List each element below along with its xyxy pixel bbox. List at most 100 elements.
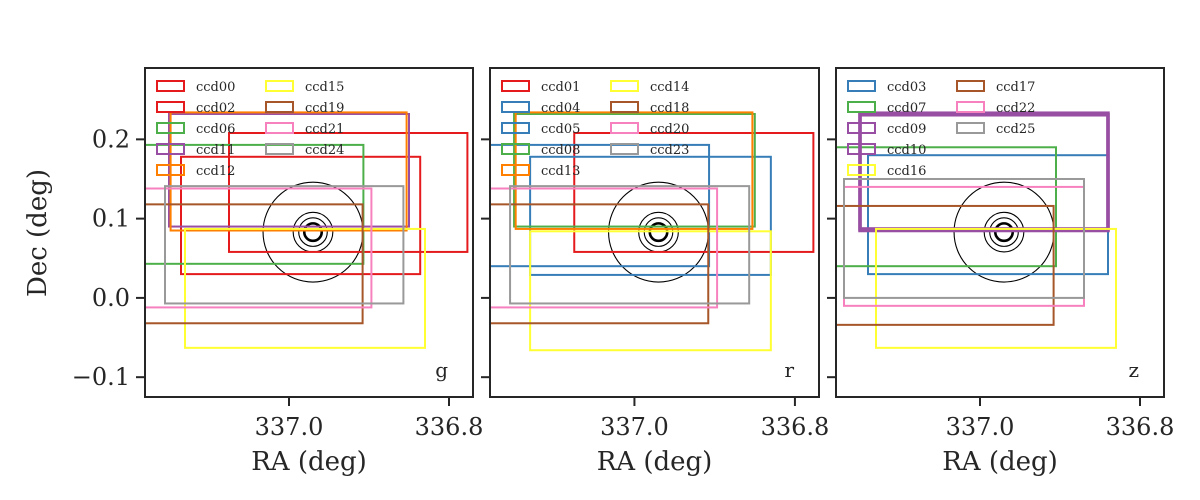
ccd-footprint-ccd07 xyxy=(836,146,1057,268)
ccd-footprint-ccd25 xyxy=(843,177,1085,299)
legend-swatch xyxy=(156,143,185,155)
legend-item-ccd04: ccd04 xyxy=(501,101,580,116)
legend-item-ccd05: ccd05 xyxy=(501,122,580,137)
legend-swatch xyxy=(265,143,294,155)
legend-swatch xyxy=(156,122,185,134)
ccd-footprint-ccd21 xyxy=(145,187,373,309)
panel-band-label: z xyxy=(1128,358,1139,382)
legend-swatch xyxy=(956,122,985,134)
legend-item-ccd18: ccd18 xyxy=(610,101,689,116)
axes-frame xyxy=(489,67,820,398)
legend-item-ccd23: ccd23 xyxy=(610,143,689,158)
legend-label: ccd21 xyxy=(305,122,344,137)
legend: ccd01 ccd04 ccd05 ccd08 ccd13 ccd14 ccd18 ccd20… xyxy=(501,80,689,179)
axes-frame xyxy=(835,67,1165,398)
legend-swatch xyxy=(156,101,185,113)
legend-item-ccd15: ccd15 xyxy=(265,80,344,95)
legend-label: ccd02 xyxy=(196,101,235,116)
legend-swatch xyxy=(847,143,876,155)
legend-swatch xyxy=(847,80,876,92)
legend-label: ccd07 xyxy=(887,101,926,116)
legend-label: ccd18 xyxy=(650,101,689,116)
x-tick-label: 337.0 xyxy=(600,413,669,441)
legend-label: ccd22 xyxy=(996,101,1035,116)
x-tick-label: 336.8 xyxy=(761,413,830,441)
legend-label: ccd09 xyxy=(887,122,926,137)
ccd-footprint-ccd00 xyxy=(228,132,469,253)
legend-swatch xyxy=(847,164,876,176)
legend-label: ccd20 xyxy=(650,122,689,137)
legend-swatch xyxy=(265,101,294,113)
legend-item-ccd24: ccd24 xyxy=(265,143,344,158)
legend-item-ccd03: ccd03 xyxy=(847,80,926,95)
legend-item-ccd08: ccd08 xyxy=(501,143,580,158)
legend-item-ccd12: ccd12 xyxy=(156,164,235,179)
legend-swatch xyxy=(501,80,530,92)
panel-band-label: g xyxy=(435,358,448,382)
legend-label: ccd00 xyxy=(196,80,235,95)
legend-label: ccd23 xyxy=(650,143,689,158)
legend-label: ccd24 xyxy=(305,143,344,158)
y-tick-label: 0.1 xyxy=(92,205,130,233)
x-tick-label: 337.0 xyxy=(255,413,324,441)
legend-swatch xyxy=(501,122,530,134)
x-axis-label: RA (deg) xyxy=(597,447,713,477)
legend-item-ccd06: ccd06 xyxy=(156,122,235,137)
legend-swatch xyxy=(847,122,876,134)
ccd-footprint-ccd15 xyxy=(184,227,426,349)
y-tick-label: 0.2 xyxy=(92,125,130,153)
legend-swatch xyxy=(610,143,639,155)
legend-item-ccd19: ccd19 xyxy=(265,101,344,116)
legend-item-ccd13: ccd13 xyxy=(501,164,580,179)
legend-label: ccd03 xyxy=(887,80,926,95)
ccd-footprint-ccd02 xyxy=(180,155,422,276)
x-tick-label: 336.8 xyxy=(415,413,484,441)
legend-swatch xyxy=(610,101,639,113)
legend-label: ccd05 xyxy=(541,122,580,137)
legend-swatch xyxy=(501,101,530,113)
legend-item-ccd20: ccd20 xyxy=(610,122,689,137)
legend-swatch xyxy=(156,80,185,92)
legend-label: ccd06 xyxy=(196,122,235,137)
legend: ccd00 ccd02 ccd06 ccd11 ccd12 ccd15 ccd19 ccd21… xyxy=(156,80,344,179)
legend-swatch xyxy=(956,101,985,113)
legend-item-ccd02: ccd02 xyxy=(156,101,235,116)
legend-swatch xyxy=(501,143,530,155)
plot-area xyxy=(836,111,1117,349)
aperture-circle xyxy=(262,181,364,283)
ccd-footprint-ccd22 xyxy=(843,185,1085,307)
ccd-footprint-ccd16 xyxy=(875,227,1117,349)
x-axis-label: RA (deg) xyxy=(251,447,367,477)
legend-label: ccd14 xyxy=(650,80,689,95)
legend-label: ccd01 xyxy=(541,80,580,95)
legend-swatch xyxy=(265,80,294,92)
legend-item-ccd07: ccd07 xyxy=(847,101,926,116)
legend-label: ccd12 xyxy=(196,164,235,179)
legend-swatch xyxy=(156,164,185,176)
legend-label: ccd10 xyxy=(887,143,926,158)
legend-swatch xyxy=(610,80,639,92)
legend-label: ccd13 xyxy=(541,164,580,179)
ccd-footprint-ccd01 xyxy=(573,132,815,253)
legend-label: ccd08 xyxy=(541,143,580,158)
legend-swatch xyxy=(847,101,876,113)
ccd-footprint-ccd18 xyxy=(490,203,710,325)
ccd-footprint-ccd04 xyxy=(529,155,772,276)
plot-area xyxy=(490,111,815,352)
panel-band-label: r xyxy=(784,358,794,382)
aperture-circle xyxy=(302,222,324,243)
legend-item-ccd01: ccd01 xyxy=(501,80,580,95)
legend-label: ccd11 xyxy=(196,143,235,158)
ccd-footprint-ccd24 xyxy=(164,185,405,305)
legend-label: ccd25 xyxy=(996,122,1035,137)
ccd-footprint-ccd19 xyxy=(145,203,364,325)
ccd-footprint-ccd11 xyxy=(168,112,410,228)
y-tick-label: 0.0 xyxy=(92,284,130,312)
y-tick-label: −0.1 xyxy=(72,363,130,391)
legend-label: ccd17 xyxy=(996,80,1035,95)
legend-item-ccd14: ccd14 xyxy=(610,80,689,95)
